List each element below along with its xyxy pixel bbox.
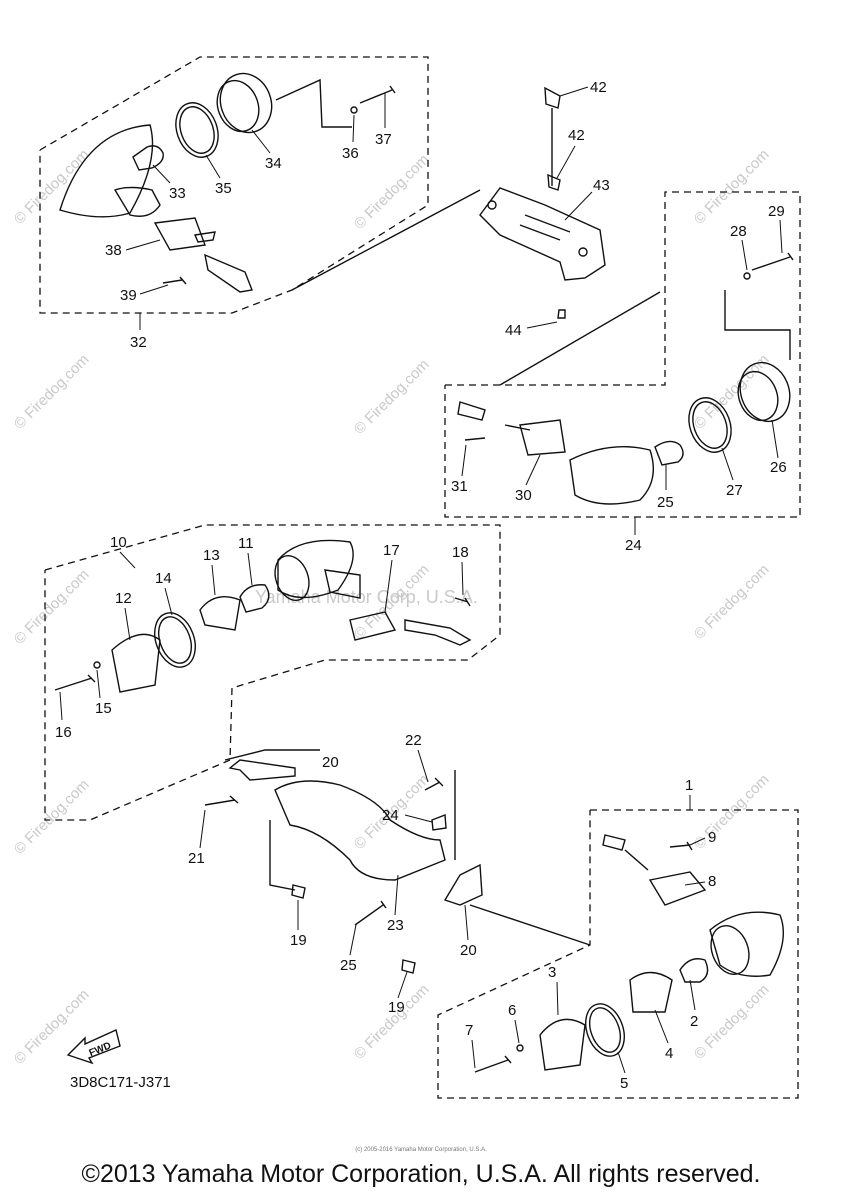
callout-35: 33 [169,185,186,202]
watermark-text: © Firedog.com [691,771,773,853]
watermark-text: © Firedog.com [11,776,93,858]
callout-24-text: 24 [382,807,399,824]
watermark-text: © Firedog.com [11,351,93,433]
callout-16: 16 [55,724,72,741]
callout-19-low: 19 [388,999,405,1016]
diagram-code: 3D8C171-J371 [70,1074,171,1091]
callout-33: 31 [451,478,468,495]
watermark-text: © Firedog.com [691,561,773,643]
group-10-outline [44,524,501,821]
callout-37: 35 [215,180,232,197]
callout-23: 23 [387,917,404,934]
callout-25-text: 25 [340,957,357,974]
callout-36: 34 [265,155,282,172]
callout-6: 6 [508,1002,516,1019]
callout-7: 7 [465,1022,473,1039]
callout-layer: 33 34 35 36 37 38 39 32 42 42 43 44 28 2… [55,79,787,1092]
callout-17: 17 [383,542,400,559]
callout-22-top: 22 [405,732,422,749]
callout-28: 26 [770,459,787,476]
callout-29: 27 [726,482,743,499]
callout-11: 11 [238,535,254,552]
callout-26: 24 [625,537,642,554]
watermark-text: © Firedog.com [691,146,773,228]
watermark-text: © Firedog.com [691,981,773,1063]
bracket-43 [291,86,606,319]
watermark-center-text: Yamaha Motor Corp, U.S.A. [255,587,478,607]
callout-41: 39 [120,287,137,304]
callout-4: 4 [665,1045,673,1062]
callout-20-text: 20 [460,942,477,959]
turn-signal-assembly-10 [54,539,472,693]
watermark-text: © Firedog.com [11,566,93,648]
callout-27: 25 [657,494,674,511]
group-34-outline [39,56,429,314]
callout-44: 44 [505,322,522,339]
callout-43: 43 [593,177,610,194]
center-bracket-assembly [204,749,483,974]
footer-small-text: (c) 2005-2016 Yamaha Motor Corporation, … [355,1147,487,1153]
callout-38: 36 [342,145,359,162]
callout-3: 3 [548,964,556,981]
group-26-outline [444,191,801,518]
callout-13: 13 [203,547,220,564]
callout-42: 42 [568,127,585,144]
copyright-text: ©2013 Yamaha Motor Corporation, U.S.A. A… [81,1160,761,1188]
callout-2: 2 [690,1013,698,1030]
group-1-outline [437,809,799,1099]
watermark-text: © Firedog.com [351,356,433,438]
callout-32: 30 [515,487,532,504]
callout-30: 28 [730,223,747,240]
callout-14: 14 [155,570,172,587]
callout-22: 21 [188,850,205,867]
turn-signal-assembly-1 [469,834,785,1073]
callout-1: 1 [685,777,693,794]
callout-15: 15 [95,700,112,717]
callout-39: 37 [375,131,392,148]
callout-18: 18 [452,544,469,561]
callout-40: 38 [105,242,122,259]
watermark-text: © Firedog.com [351,151,433,233]
turn-signal-assembly-34 [59,72,396,293]
fwd-arrow-icon: FWD [66,1029,121,1065]
watermark-text: © Firedog.com [351,981,433,1063]
callout-19: 19 [290,932,307,949]
callout-8: 8 [708,873,716,890]
callout-34: 32 [130,334,147,351]
callout-12: 12 [115,590,132,607]
callout-31: 29 [768,203,785,220]
watermark-text: © Firedog.com [11,146,93,228]
callout-9: 9 [708,829,716,846]
callout-10: 10 [110,534,127,551]
callout-5: 5 [620,1075,628,1092]
callout-42-top: 42 [590,79,607,96]
callout-21: 20 [322,754,339,771]
turn-signal-assembly-26 [457,252,794,505]
